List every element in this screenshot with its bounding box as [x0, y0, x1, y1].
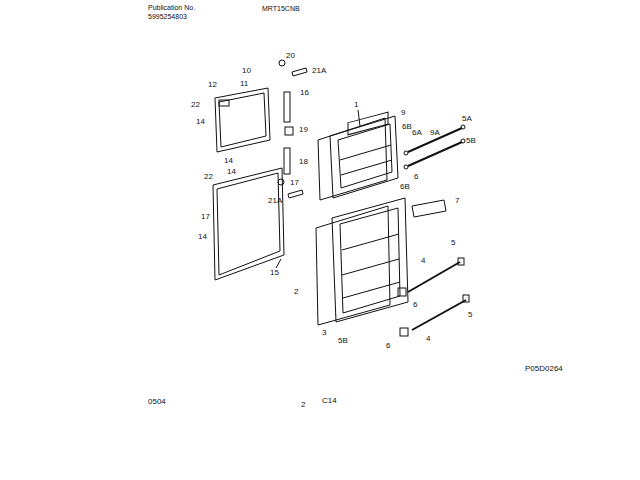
callout-number: 3: [322, 328, 326, 337]
callout-number: 9: [401, 108, 405, 117]
callout-number: 10: [242, 66, 251, 75]
callout-number: 6: [386, 341, 390, 350]
leader-line: [276, 259, 281, 268]
shelf: [342, 234, 399, 250]
callout-number: 20: [286, 51, 295, 60]
callout-number: 14: [227, 167, 236, 176]
door-panel: [318, 118, 387, 200]
callout-number: 5995254803: [148, 13, 187, 21]
door-liner: [330, 116, 398, 198]
callout-number: 6: [413, 300, 417, 309]
callout-number: Publication No.: [148, 4, 195, 12]
callout-number: 6B: [400, 182, 410, 191]
callout-number: 5B: [338, 336, 348, 345]
callout-number: 22: [204, 172, 213, 181]
callout-number: 11: [240, 79, 248, 88]
callout-number: 5B: [466, 136, 476, 145]
end-cap: [463, 295, 469, 302]
bracket: [292, 68, 307, 76]
rod: [412, 300, 466, 330]
bracket: [288, 190, 303, 198]
callout-number: 21A: [268, 196, 282, 205]
callout-number: 5: [451, 238, 455, 247]
shelf: [340, 145, 391, 160]
rod: [408, 142, 462, 166]
callout-number: C14: [322, 396, 337, 405]
callout-number: 9A: [430, 128, 440, 137]
callout-number: 6B: [402, 122, 412, 131]
callout-number: 19: [299, 125, 308, 134]
callout-number: 15: [270, 268, 279, 277]
gasket: [213, 168, 284, 280]
callout-number: 17: [290, 178, 299, 187]
callout-number: 6: [414, 172, 418, 181]
callout-number: 4: [421, 256, 425, 265]
door-liner: [340, 208, 400, 313]
callout-number: 14: [224, 156, 233, 165]
callout-number: 4: [426, 334, 430, 343]
rod: [408, 128, 462, 152]
dairy-door: [348, 112, 388, 135]
callout-number: 16: [300, 88, 309, 97]
shelf-part: [412, 200, 446, 217]
gasket: [215, 88, 270, 152]
callout-number: 22: [191, 100, 200, 109]
door-panel: [316, 206, 390, 325]
callout-number: P05D0264: [525, 364, 563, 373]
door-liner: [332, 198, 408, 322]
callout-number: 5A: [462, 114, 472, 123]
shelf: [343, 282, 400, 298]
callout-number: MRT15CNB: [262, 5, 300, 13]
screw: [279, 60, 285, 66]
shelf: [342, 259, 399, 275]
door-liner: [338, 124, 392, 188]
callout-number: 12: [208, 80, 217, 89]
end-cap: [398, 288, 406, 296]
callout-number: 1: [354, 100, 358, 109]
callout-number: 2: [301, 400, 305, 409]
end-cap: [404, 151, 408, 155]
callout-number: 14: [196, 117, 205, 126]
hinge-bar: [284, 92, 290, 122]
callout-number: 0504: [148, 397, 166, 406]
end-cap: [458, 258, 464, 265]
leader-line: [358, 110, 360, 126]
screw: [278, 179, 284, 185]
end-cap: [400, 328, 408, 336]
clip: [219, 100, 229, 106]
hinge-pin: [285, 127, 293, 135]
end-cap: [461, 125, 465, 129]
callout-number: 17: [201, 212, 210, 221]
callout-number: 7: [455, 196, 459, 205]
gasket: [219, 93, 266, 147]
shelf: [341, 160, 392, 175]
callout-number: 21A: [312, 66, 326, 75]
callout-number: 18: [299, 157, 308, 166]
callout-number: 6A: [412, 128, 422, 137]
end-cap: [404, 165, 408, 169]
hinge-bar: [284, 148, 290, 174]
end-cap: [461, 139, 465, 143]
callout-number: 5: [468, 310, 472, 319]
callout-number: 2: [294, 287, 298, 296]
rod: [408, 262, 460, 292]
gasket: [217, 173, 280, 275]
callout-number: 14: [198, 232, 207, 241]
